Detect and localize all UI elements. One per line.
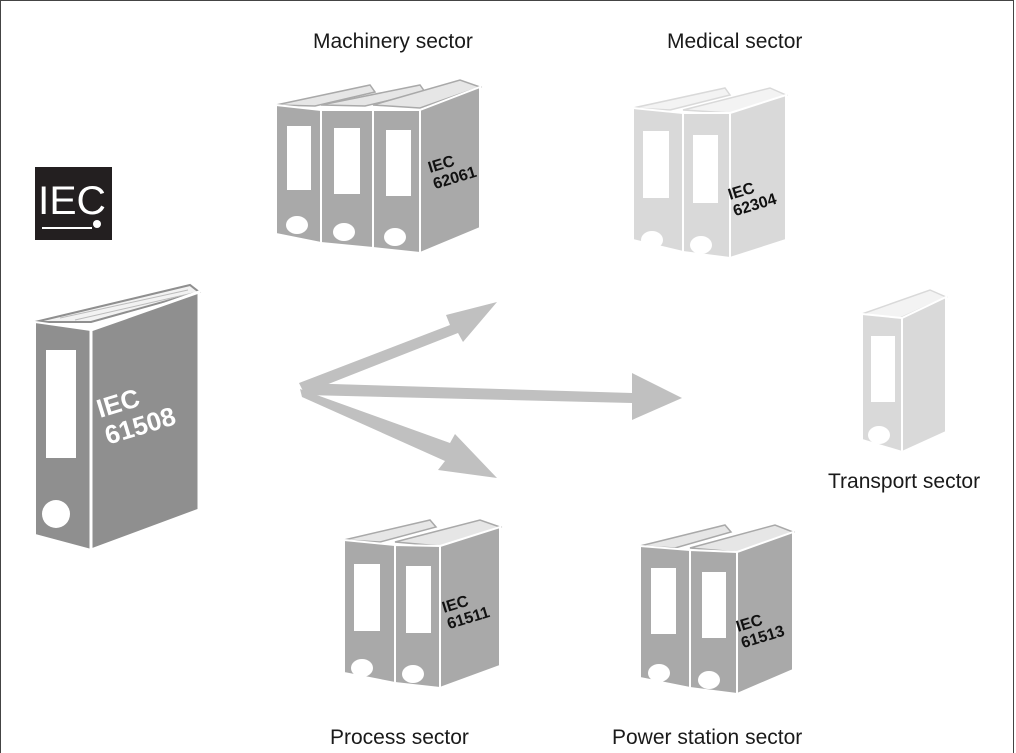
power-station-books: IEC 61513 [639,524,796,696]
iec-logo: IEC [35,167,112,240]
iec-logo-text: IEC [38,179,106,223]
process-books: IEC 61511 [343,519,503,690]
distribution-arrows [299,302,682,478]
arrow-to-transport [299,373,682,420]
medical-sector-label: Medical sector [667,30,802,53]
transport-sector-label: Transport sector [828,470,980,493]
transport-book [861,289,948,454]
main-standard-book: IEC 61508 [34,283,202,553]
medical-books: IEC 62304 [632,87,789,260]
arrow-to-machinery [299,302,497,392]
power-station-sector-label: Power station sector [612,726,802,749]
arrow-to-process [300,389,497,478]
process-sector-label: Process sector [330,726,469,749]
machinery-sector-label: Machinery sector [313,30,473,53]
machinery-books: IEC 62061 [275,79,483,255]
